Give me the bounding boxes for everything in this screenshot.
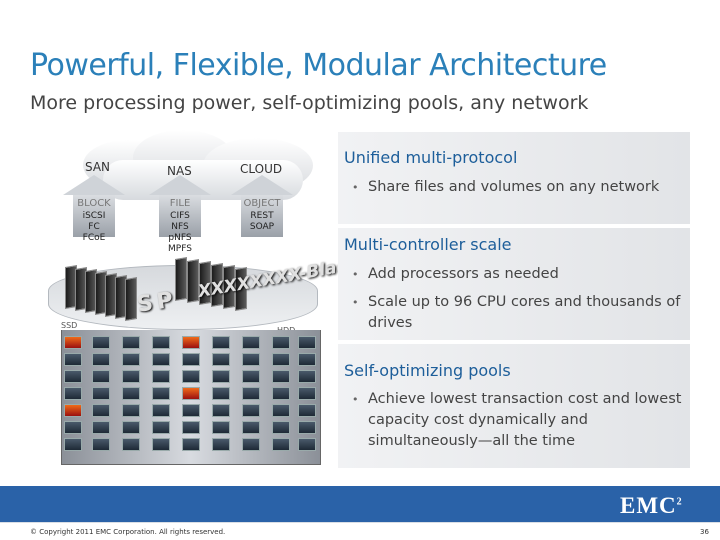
- section-heading: Multi-controller scale: [344, 235, 512, 254]
- section-unified: Unified multi-protocol •Share files and …: [338, 132, 690, 224]
- slide-subtitle: More processing power, self-optimizing p…: [30, 92, 589, 114]
- page-number: 36: [700, 528, 709, 536]
- cloud-label-san: SAN: [85, 160, 111, 174]
- ssd-label: SSD: [61, 321, 78, 330]
- arrow-file: [149, 175, 211, 237]
- section-pools: Self-optimizing pools •Achieve lowest tr…: [338, 344, 690, 468]
- section-heading: Unified multi-protocol: [344, 148, 518, 167]
- protocol-list-block: iSCSI FC FCoE: [82, 211, 106, 243]
- protocol-list-file: CIFS NFS pNFS MPFS: [168, 211, 192, 254]
- bullet-item: •Add processors as needed: [352, 266, 559, 282]
- protocol-head-object: OBJECT: [243, 198, 281, 209]
- cloud-label-nas: NAS: [167, 164, 192, 178]
- cloud-label-cloud: CLOUD: [240, 162, 283, 176]
- arrow-object: [231, 175, 293, 237]
- cloud-graphic: [83, 130, 323, 200]
- slide-title: Powerful, Flexible, Modular Architecture: [30, 48, 607, 83]
- bullet-item: •Scale up to 96 CPU cores and thousands …: [352, 294, 681, 331]
- emc-logo: EMC2: [620, 493, 683, 518]
- arrow-block: [63, 175, 125, 237]
- copyright-text: © Copyright 2011 EMC Corporation. All ri…: [30, 528, 226, 536]
- footer-strip: [0, 522, 720, 540]
- bullet-item: •Achieve lowest transaction cost and low…: [352, 391, 682, 449]
- section-scale: Multi-controller scale •Add processors a…: [338, 228, 690, 340]
- architecture-diagram: SAN NAS CLOUD BLOCK iSCSI FC FCoE FILE C…: [45, 130, 361, 470]
- bullet-item: •Share files and volumes on any network: [352, 179, 660, 195]
- section-heading: Self-optimizing pools: [344, 361, 511, 380]
- protocol-list-object: REST SOAP: [249, 211, 275, 232]
- drive-cabinet: [61, 330, 321, 465]
- footer-bar: [0, 486, 720, 522]
- protocol-head-block: BLOCK: [77, 198, 111, 209]
- protocol-head-file: FILE: [169, 198, 191, 209]
